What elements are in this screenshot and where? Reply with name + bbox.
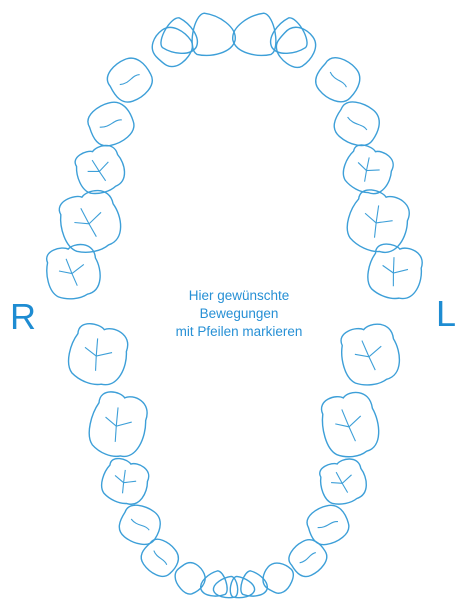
tooth-lower-left-lateral-incisor (238, 569, 271, 601)
tooth-fissure (335, 416, 363, 430)
instruction-line-1: Hier gewünschte (134, 287, 344, 305)
tooth-lower-left-canine (258, 558, 298, 598)
right-side-label: R (10, 299, 36, 335)
tooth-lower-right-lateral-incisor (197, 569, 230, 601)
tooth-fissure (328, 72, 348, 87)
tooth-lower-right-molar-2 (84, 388, 152, 462)
tooth-fissure (104, 416, 132, 430)
tooth-fissure (364, 157, 371, 170)
tooth-outline (197, 569, 230, 601)
tooth-fissure (342, 483, 347, 494)
tooth-fissure (87, 162, 110, 176)
tooth-upper-left-premolar-1 (310, 51, 367, 108)
tooth-upper-left-molar-1 (338, 141, 398, 200)
tooth-upper-right-premolar-1 (101, 51, 158, 108)
tooth-fissure (372, 223, 379, 238)
instruction-text: Hier gewünschte Bewegungen mit Pfeilen m… (134, 287, 344, 341)
tooth-fissure (331, 475, 353, 487)
tooth-fissure (391, 257, 397, 273)
tooth-fissure (84, 346, 112, 360)
tooth-fissure (89, 223, 96, 238)
tooth-lower-left-molar-1 (315, 455, 371, 509)
tooth-fissure (363, 212, 392, 228)
tooth-fissure (121, 470, 127, 483)
tooth-fissure (342, 409, 349, 428)
tooth-fissure (81, 207, 89, 224)
tooth-fissure (100, 117, 122, 130)
tooth-fissure (99, 171, 105, 182)
instruction-line-2: Bewegungen (134, 305, 344, 323)
tooth-fissure (318, 519, 338, 530)
tooth-fissure (93, 338, 100, 356)
lower-jaw (63, 320, 404, 601)
tooth-outline (238, 569, 271, 601)
tooth-fissure (362, 171, 368, 182)
tooth-lower-left-premolar-2 (302, 500, 353, 550)
tooth-lower-right-premolar-1 (136, 534, 185, 582)
tooth-outline (270, 21, 323, 74)
tooth-fissure (373, 205, 381, 222)
tooth-lower-left-molar-3 (336, 320, 405, 391)
tooth-fissure (362, 340, 369, 358)
tooth-fissure (382, 264, 408, 276)
tooth-fissure (93, 356, 99, 371)
tooth-upper-right-canine (146, 20, 199, 73)
tooth-fissure (72, 273, 77, 286)
tooth-fissure (391, 273, 396, 286)
tooth-lower-left-molar-2 (316, 388, 384, 462)
tooth-fissure (92, 159, 99, 172)
upper-jaw (42, 12, 427, 304)
tooth-fissure (346, 117, 368, 130)
tooth-fissure (349, 426, 355, 442)
tooth-lower-right-molar-3 (63, 320, 132, 391)
tooth-upper-left-canine (270, 21, 323, 74)
tooth-fissure (74, 212, 103, 228)
left-side-label: L (436, 296, 456, 332)
tooth-upper-right-molar-3 (42, 241, 105, 303)
tooth-fissure (300, 551, 316, 565)
tooth-lower-right-premolar-2 (115, 500, 166, 550)
tooth-fissure (152, 551, 168, 565)
tooth-fissure (120, 483, 125, 494)
tooth-fissure (130, 519, 150, 530)
tooth-outline (146, 20, 199, 73)
tooth-fissure (369, 356, 375, 371)
tooth-upper-left-molar-3 (364, 241, 427, 303)
tooth-fissure (113, 426, 119, 442)
tooth-outline (258, 558, 298, 598)
tooth-fissure (66, 258, 72, 274)
tooth-fissure (120, 72, 140, 87)
tooth-lower-left-premolar-1 (284, 534, 333, 582)
tooth-fissure (336, 471, 342, 484)
tooth-fissure (355, 346, 383, 360)
tooth-lower-right-molar-1 (97, 455, 153, 509)
instruction-line-3: mit Pfeilen markieren (134, 323, 344, 341)
tooth-upper-right-premolar-2 (83, 96, 140, 152)
tooth-fissure (114, 407, 121, 426)
tooth-upper-left-premolar-2 (329, 96, 386, 152)
